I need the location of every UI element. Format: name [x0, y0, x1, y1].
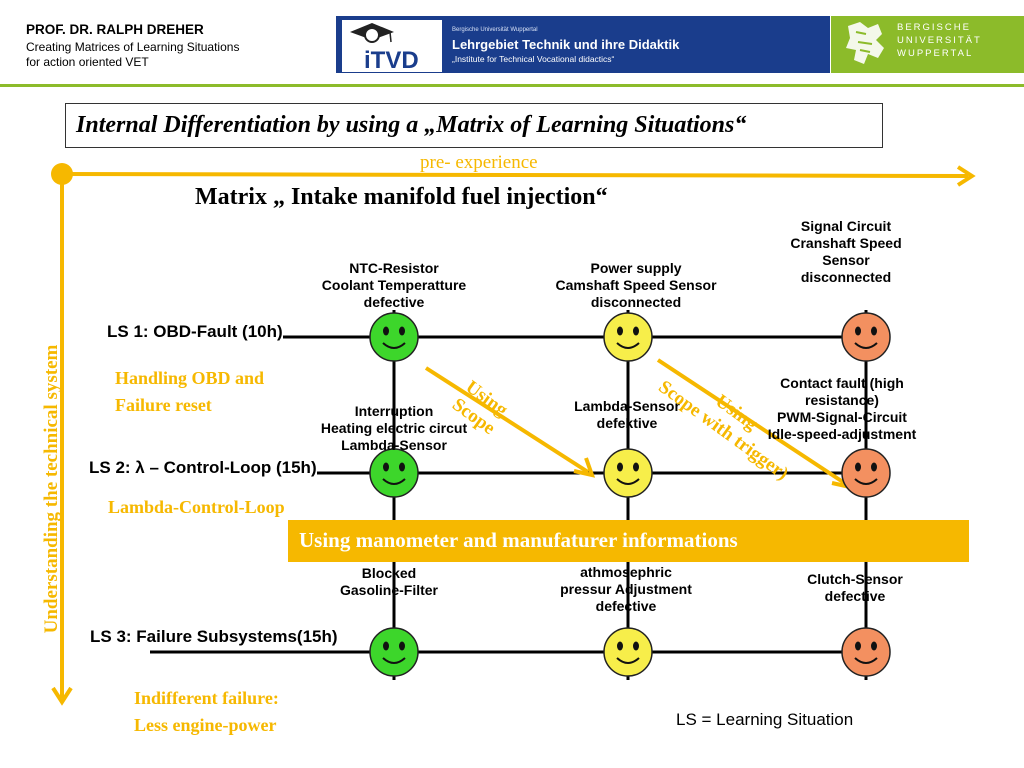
author-name: PROF. DR. RALPH DREHER	[26, 22, 204, 37]
cell-label-line: Power supply	[590, 260, 682, 276]
cell-label-line: Idle-speed-adjustment	[767, 426, 917, 442]
cell-label-line: Blocked	[361, 565, 417, 581]
cell-label-line: Heating electric circut	[320, 420, 468, 436]
cell-label-r2c1: Interruption Heating electric circut Lam…	[300, 403, 488, 454]
itvd-logo-text: iTVD	[364, 47, 419, 72]
cell-label-line: Signal Circuit	[800, 218, 892, 234]
arrow-using-scope	[424, 366, 590, 474]
university-name-line1: BERGISCHE	[897, 22, 971, 33]
arrow-scope-with-trigger	[656, 358, 848, 486]
cell-label-r1c3: Signal Circuit Cranshaft Speed Sensor di…	[778, 218, 914, 286]
cell-label-line: Camshaft Speed Sensor	[555, 277, 717, 293]
cell-label-line: Sensor	[822, 252, 870, 268]
header-subtitle-line1: Creating Matrices of Learning Situations	[26, 40, 240, 54]
manometer-banner-text: Using manometer and manufaturer informat…	[299, 528, 738, 552]
cell-label-r2c2: Lambda-Sensor defektive	[560, 398, 694, 432]
yellow-smiley-icon	[603, 312, 653, 362]
header-divider	[0, 84, 1024, 87]
cell-label-r3c2: athmosephric pressur Adjustment defectiv…	[536, 564, 716, 615]
cell-label-line: NTC-Resistor	[349, 260, 439, 276]
y-axis-arrowhead	[51, 686, 73, 706]
note-line: Failure reset	[115, 395, 212, 415]
note-line: Lambda-Control-Loop	[108, 497, 285, 517]
cell-label-line: defective	[595, 598, 657, 614]
slide-title: Internal Differentiation by using a „Mat…	[65, 103, 883, 148]
cell-label-r1c1: NTC-Resistor Coolant Temperatture defect…	[300, 260, 488, 311]
cell-label-line: defektive	[596, 415, 658, 431]
cell-label-line: Lambda-Sensor	[574, 398, 680, 414]
cell-label-line: Contact fault (high	[780, 375, 904, 391]
green-smiley-icon	[369, 312, 419, 362]
university-name-line2: UNIVERSITÄT	[897, 35, 982, 46]
red-smiley-icon	[841, 448, 891, 498]
cell-label-line: disconnected	[590, 294, 682, 310]
cell-label-line: defective	[824, 588, 886, 604]
cell-label-line: disconnected	[800, 269, 892, 285]
ls2-label: LS 2: λ – Control-Loop (15h)	[89, 458, 317, 478]
x-axis-arrowhead	[956, 165, 976, 187]
banner-institute: „Institute for Technical Vocational dida…	[452, 54, 615, 64]
yellow-smiley-icon	[603, 448, 653, 498]
note-line: Less engine-power	[134, 715, 277, 735]
red-smiley-icon	[841, 627, 891, 677]
yellow-smiley-icon	[603, 627, 653, 677]
itvd-logo: iTVD	[342, 20, 442, 77]
cell-label-line: Clutch-Sensor	[807, 571, 903, 587]
cell-label-line: Interruption	[354, 403, 434, 419]
cell-label-line: Cranshaft Speed	[790, 235, 902, 251]
university-name-line3: WUPPERTAL	[897, 48, 974, 59]
ls3-label: LS 3: Failure Subsystems(15h)	[90, 627, 338, 647]
note-line: Indifferent failure:	[134, 688, 279, 708]
axis-origin-dot	[51, 163, 73, 185]
ls1-label: LS 1: OBD-Fault (10h)	[107, 322, 283, 342]
header-subtitle: Creating Matrices of Learning Situations…	[26, 40, 286, 70]
cell-label-line: PWM-Signal-Circuit	[777, 409, 907, 425]
cell-label-r1c2: Power supply Camshaft Speed Sensor disco…	[530, 260, 742, 311]
banner-university-small: Bergische Universität Wuppertal	[452, 27, 538, 33]
x-axis-label: pre- experience	[420, 152, 538, 173]
header-subtitle-line2: for action oriented VET	[26, 55, 149, 69]
cell-label-r2c3: Contact fault (high resistance) PWM-Sign…	[750, 375, 934, 443]
cell-label-line: Coolant Temperatture	[321, 277, 467, 293]
red-smiley-icon	[841, 312, 891, 362]
cell-label-line: Gasoline-Filter	[339, 582, 439, 598]
cell-label-r3c3: Clutch-Sensor defective	[786, 571, 924, 605]
cell-label-line: resistance)	[805, 392, 879, 408]
cell-label-line: pressur Adjustment	[560, 581, 692, 597]
manometer-banner	[288, 520, 969, 562]
x-axis-line	[61, 172, 969, 178]
ls3-note: Indifferent failure: Less engine-power	[134, 685, 279, 739]
cell-label-line: Lambda-Sensor	[341, 437, 447, 453]
cell-label-r3c1: Blocked Gasoline-Filter	[320, 565, 458, 599]
green-smiley-icon	[369, 448, 419, 498]
banner-title: Lehrgebiet Technik und ihre Didaktik	[452, 37, 680, 52]
university-name: BERGISCHE UNIVERSITÄT WUPPERTAL	[897, 21, 982, 60]
cell-label-line: athmosephric	[580, 564, 672, 580]
cell-label-line: defective	[363, 294, 425, 310]
y-axis-label: Understanding the technical system	[41, 344, 62, 634]
green-smiley-icon	[369, 627, 419, 677]
matrix-title: Matrix „ Intake manifold fuel injection“	[195, 184, 608, 210]
ls2-note: Lambda-Control-Loop	[108, 494, 285, 521]
note-line: Handling OBD and	[115, 368, 265, 388]
legend: LS = Learning Situation	[676, 710, 854, 729]
ls1-note: Handling OBD and Failure reset	[115, 365, 264, 419]
university-lion-logo	[838, 18, 892, 75]
